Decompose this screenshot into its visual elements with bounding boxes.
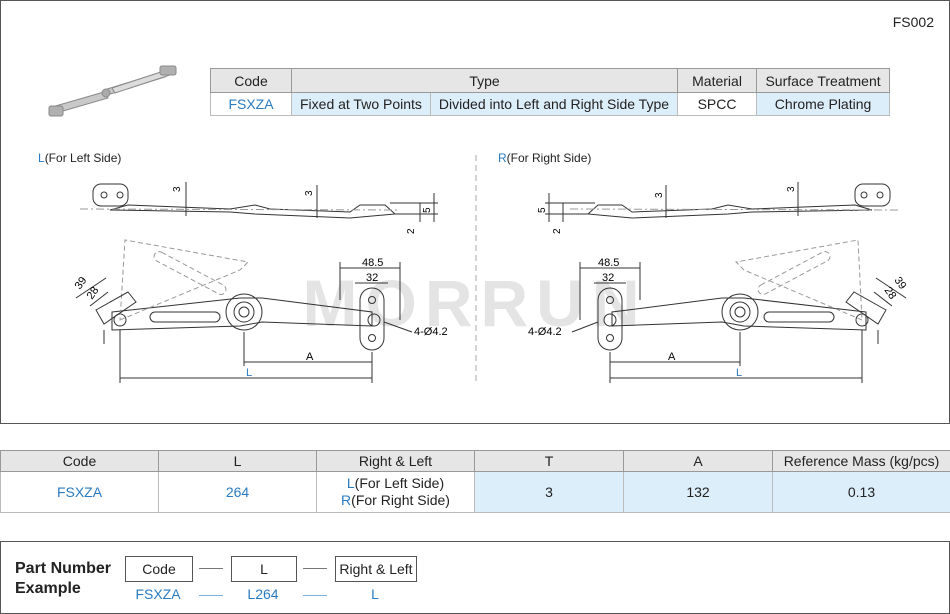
left-top-view [75,239,413,383]
table-row: FSXZA 264 L(For Left Side) R(For Right S… [0,471,950,513]
pn-box-l: L [231,556,297,582]
pn-dash-2 [303,568,327,569]
dim-right-l: L [736,367,742,379]
dim-right-a: A [668,351,676,363]
dim-right-2: 2 [552,228,563,234]
dim-right-48: 48.5 [598,257,619,269]
watermark: MORRUN [303,266,648,340]
dim-right-3b: 3 [654,192,665,198]
row-code: FSXZA [0,471,159,513]
pn-value-right-left: L [371,586,379,602]
cell-type-2: Divided into Left and Right Side Type [429,92,679,116]
pn-box-right-left: Right & Left [335,556,417,582]
dim-left-28: 28 [85,285,102,302]
part-number-title: Part Number Example [15,560,112,597]
part-number-example: Part Number Example Code L Right & Left … [0,541,950,614]
cell-code: FSXZA [210,92,292,116]
header-type: Type [290,68,679,93]
pn-value-code: FSXZA [135,586,181,602]
dim-left-2: 2 [406,228,417,234]
left-side-view [79,182,438,222]
dim-left-l: L [246,367,252,379]
pn-value-dash-2 [303,595,327,596]
dim-left-39: 39 [73,275,90,292]
col-mass: Reference Mass (kg/pcs) [772,450,950,472]
dim-left-32: 32 [366,272,378,284]
dim-right-32: 32 [602,272,614,284]
dim-left-5: 5 [422,207,433,213]
header-surface: Surface Treatment [756,68,891,93]
row-right-left: L(For Left Side) R(For Right Side) [316,471,475,513]
cell-type-1: Fixed at Two Points [291,92,431,116]
product-photo [48,65,177,117]
left-side-label: L(For Left Side) [38,151,122,165]
col-right-left: Right & Left [316,450,475,472]
cell-surface: Chrome Plating [756,92,891,116]
right-side-label: R(For Right Side) [498,151,592,165]
col-t: T [474,450,624,472]
right-side-view [545,182,901,222]
row-a: 132 [623,471,773,513]
page-id: FS002 [892,14,934,30]
row-mass: 0.13 [772,471,950,513]
dim-right-hole: 4-Ø4.2 [528,326,562,338]
dim-right-5: 5 [537,207,548,213]
row-t: 3 [474,471,624,513]
pn-value-l: L264 [247,586,279,602]
row-l: 264 [158,471,317,513]
dim-left-3a: 3 [172,186,183,192]
header-code: Code [210,68,292,93]
pn-value-dash-1 [199,595,223,596]
col-code: Code [0,450,159,472]
right-top-view [571,239,907,383]
dim-left-48: 48.5 [362,257,383,269]
dim-left-3b: 3 [304,190,315,196]
dim-left-hole: 4-Ø4.2 [414,326,448,338]
dim-right-3a: 3 [786,186,797,192]
dimension-table: Code L Right & Left T A Reference Mass (… [0,450,950,513]
col-a: A [623,450,773,472]
dim-left-a: A [306,351,314,363]
pn-dash-1 [199,568,223,569]
technical-drawing: MORRUN 3 3 2 5 [73,155,909,383]
dim-right-28: 28 [882,285,899,302]
dim-right-39: 39 [892,275,909,292]
cell-material: SPCC [677,92,758,116]
col-l: L [158,450,317,472]
spec-table: Code Type Material Surface Treatment FSX… [210,68,891,116]
pn-box-code: Code [125,556,193,582]
header-material: Material [677,68,758,93]
